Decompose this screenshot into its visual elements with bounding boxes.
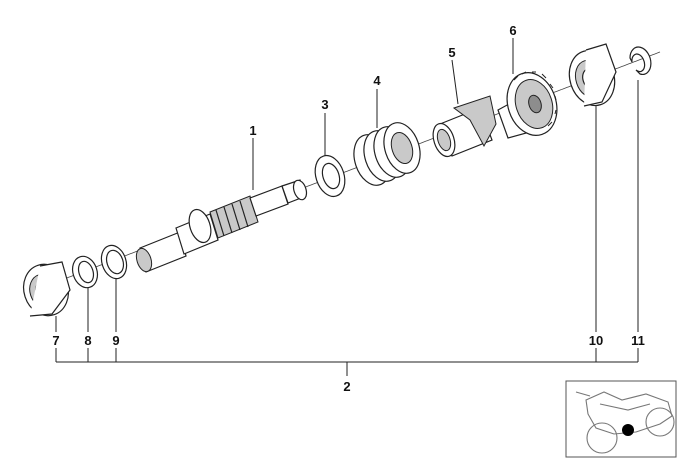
shaft-axis-line: [29, 51, 661, 293]
part-1-shaft[interactable]: [134, 179, 309, 274]
part-10-bearing[interactable]: [562, 43, 621, 111]
part-7-bearing[interactable]: [17, 258, 75, 321]
callout-8: 8: [84, 333, 91, 348]
part-9-shim-ring[interactable]: [97, 242, 130, 282]
leader-5: [451, 59, 459, 105]
callout-6: 6: [509, 23, 516, 38]
callout-2: 2: [343, 379, 350, 394]
part-11-circlip[interactable]: [629, 46, 652, 75]
callout-10: 10: [589, 333, 603, 348]
part-3-thrust-washer[interactable]: [310, 152, 350, 201]
callout-4: 4: [373, 73, 381, 88]
part-4-spring[interactable]: [348, 118, 426, 190]
callout-7: 7: [52, 333, 59, 348]
callout-9: 9: [112, 333, 119, 348]
callout-3: 3: [321, 97, 328, 112]
motorcycle-silhouette-icon: [575, 391, 675, 454]
callout-5: 5: [448, 45, 455, 60]
part-5-sleeve[interactable]: [429, 95, 497, 159]
locator-position-marker: [622, 424, 634, 436]
vehicle-locator-thumbnail: [565, 380, 677, 458]
assembly-bracket-2: [55, 348, 639, 376]
callout-11: 11: [631, 333, 645, 348]
part-6-gear[interactable]: [497, 66, 565, 142]
part-8-washer[interactable]: [69, 253, 102, 291]
callout-1: 1: [249, 123, 256, 138]
